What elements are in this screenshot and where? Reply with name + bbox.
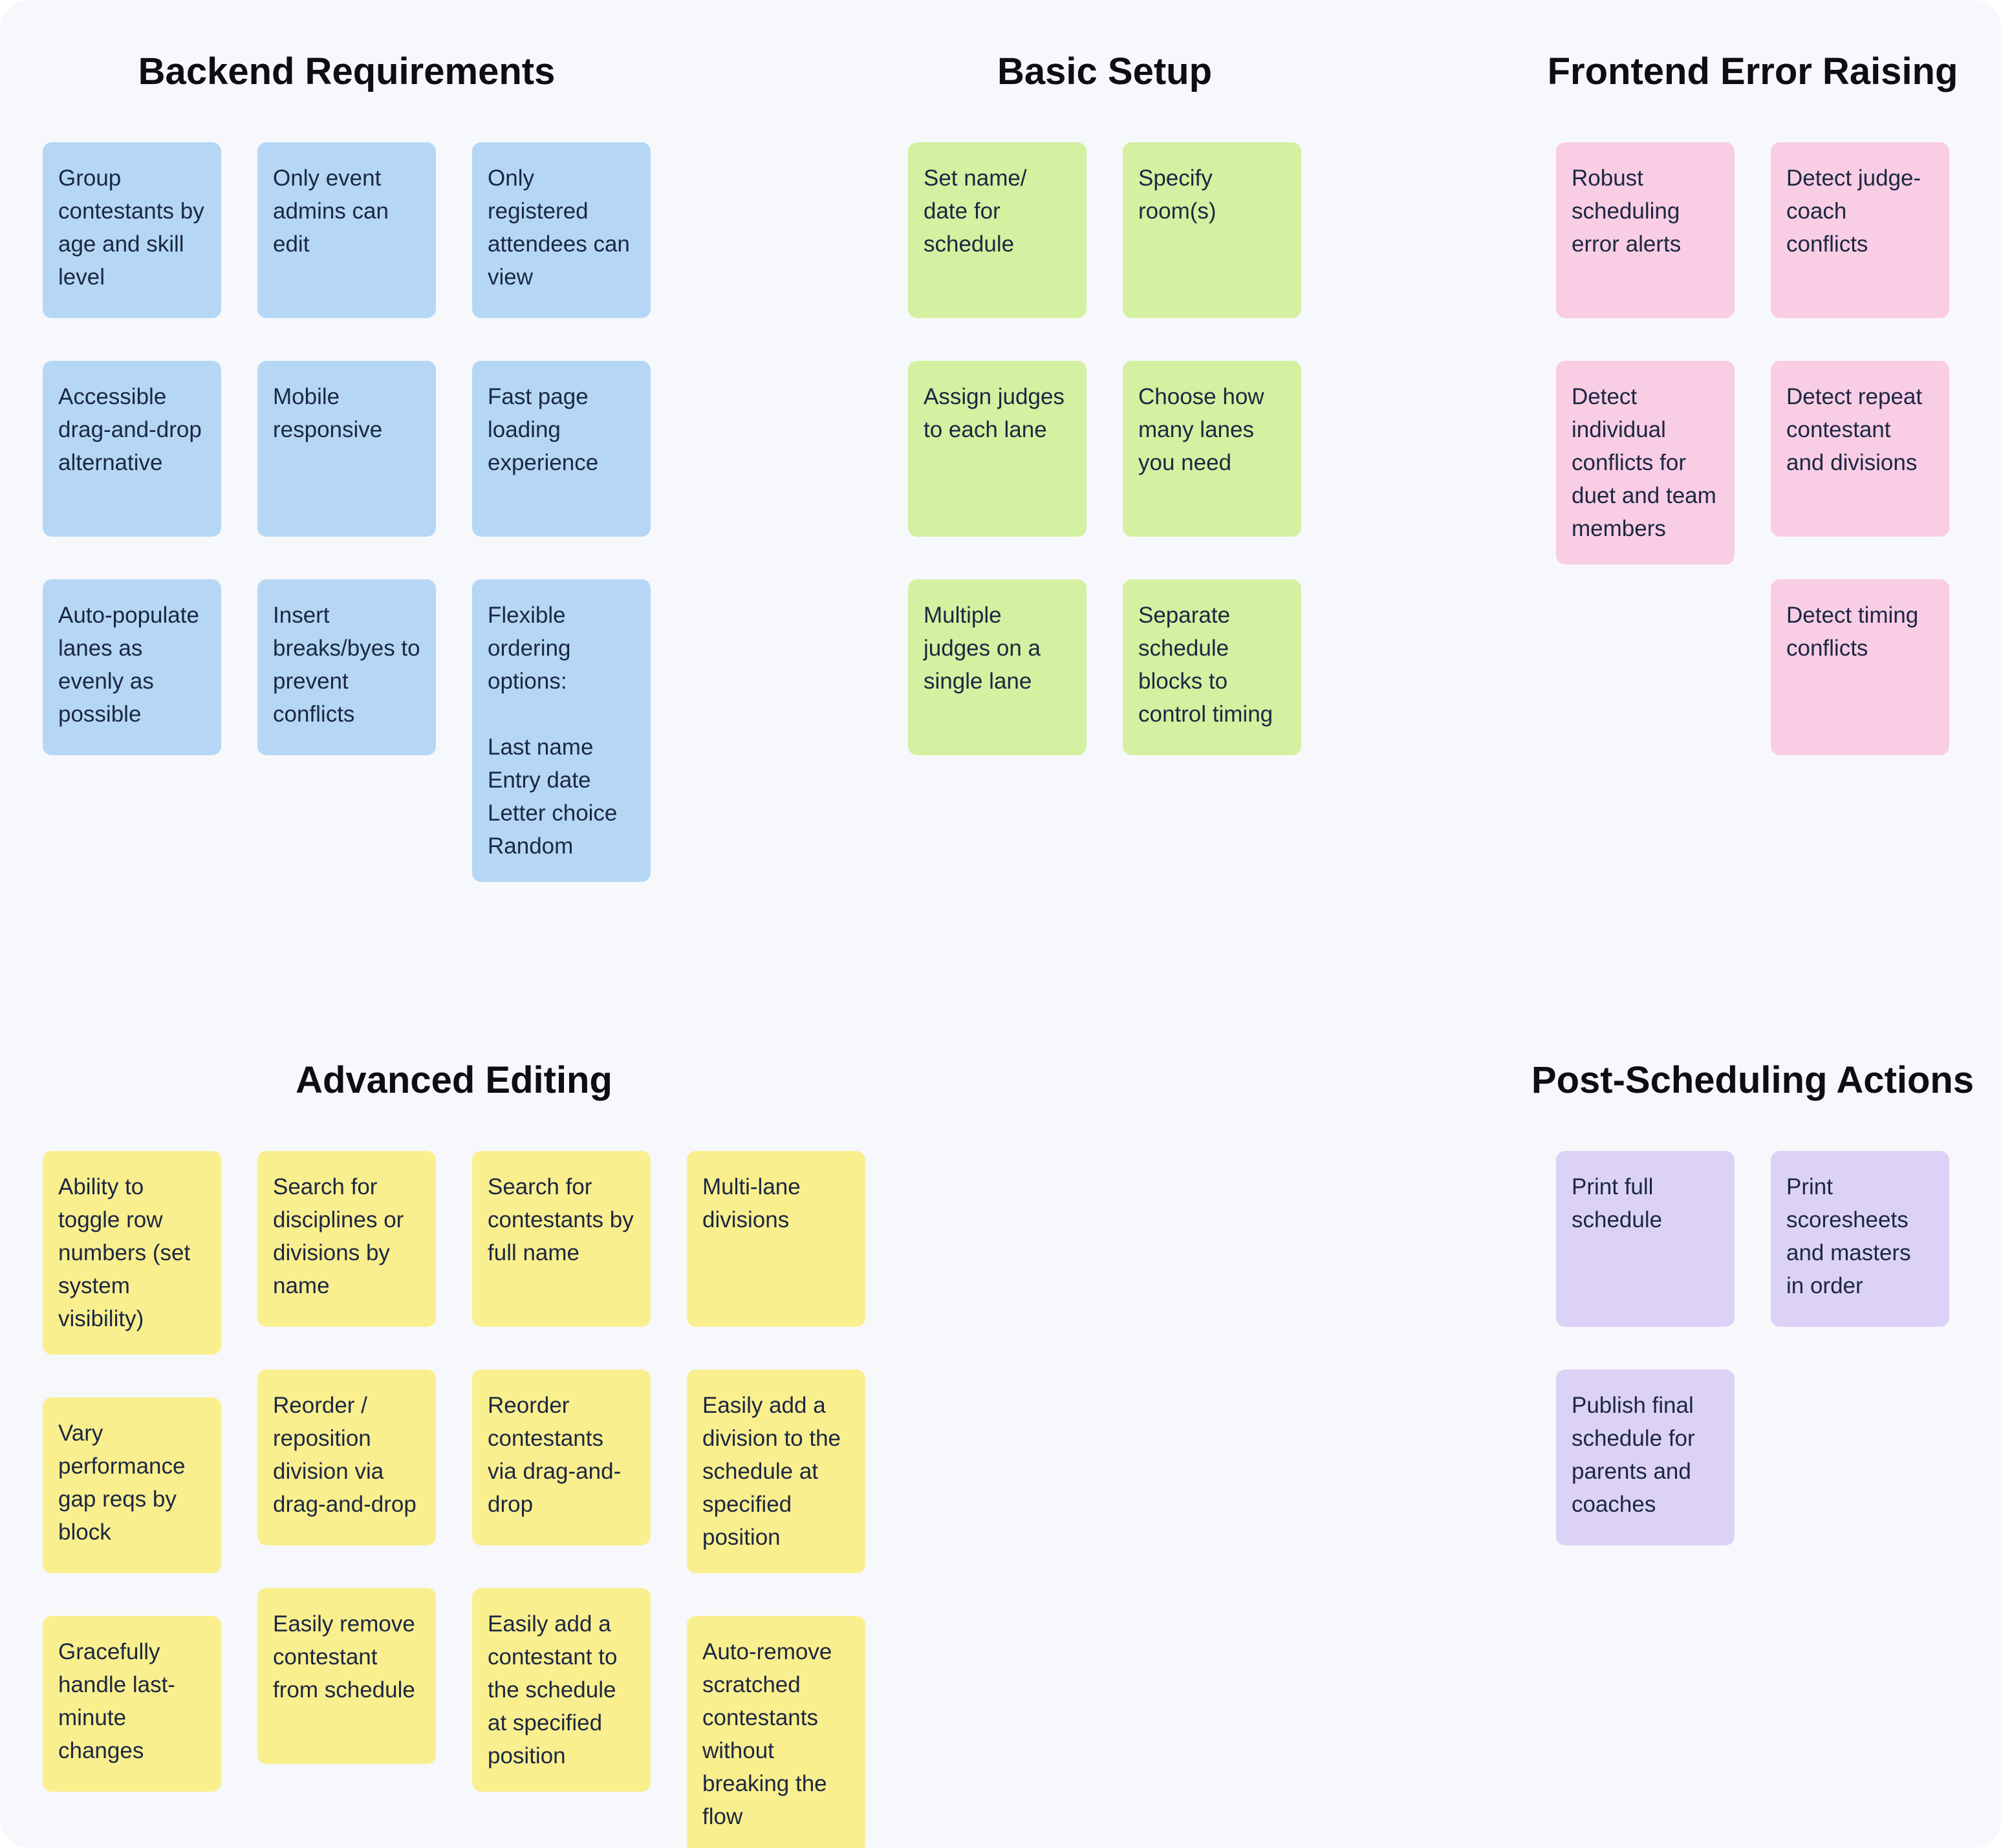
note-column: Specify room(s) Choose how many lanes you… — [1123, 142, 1301, 755]
sticky-note[interactable]: Only event admins can edit — [257, 142, 436, 318]
section-title-basic-setup: Basic Setup — [997, 50, 1212, 92]
sticky-note[interactable]: Fast page loading experience — [472, 361, 651, 537]
sticky-note[interactable]: Print scoresheets and masters in order — [1771, 1151, 1949, 1327]
sticky-note[interactable]: Detect individual conflicts for duet and… — [1556, 361, 1735, 564]
section-backend-requirements: Backend Requirements Group contestants b… — [43, 49, 651, 882]
section-title-backend-requirements: Backend Requirements — [138, 50, 556, 92]
sticky-note[interactable]: Detect repeat contestant and divisions — [1771, 361, 1949, 537]
sticky-note[interactable]: Reorder / reposition division via drag-a… — [257, 1370, 436, 1545]
sticky-note[interactable]: Print full schedule — [1556, 1151, 1735, 1327]
sticky-note[interactable]: Gracefully handle last-minute changes — [43, 1616, 221, 1792]
note-column: Ability to toggle row numbers (set syste… — [43, 1151, 221, 1792]
notes-grid-advanced-editing: Ability to toggle row numbers (set syste… — [43, 1151, 865, 1848]
sticky-note[interactable]: Easily add a division to the schedule at… — [687, 1370, 865, 1573]
section-title-advanced-editing: Advanced Editing — [296, 1059, 612, 1101]
sticky-note[interactable]: Only registered attendees can view — [472, 142, 651, 318]
sticky-note[interactable]: Easily remove contestant from schedule — [257, 1588, 436, 1764]
note-column: Search for disciplines or divisions by n… — [257, 1151, 436, 1764]
sticky-note[interactable]: Specify room(s) — [1123, 142, 1301, 318]
sticky-note[interactable]: Set name/ date for schedule — [908, 142, 1087, 318]
section-frontend-error-raising: Frontend Error Raising Robust scheduling… — [1547, 49, 1958, 755]
section-title-post-scheduling-actions: Post-Scheduling Actions — [1531, 1059, 1974, 1101]
sticky-note[interactable]: Flexible ordering options: Last name Ent… — [472, 579, 651, 882]
sticky-note[interactable]: Publish final schedule for parents and c… — [1556, 1370, 1735, 1545]
sticky-note[interactable]: Separate schedule blocks to control timi… — [1123, 579, 1301, 755]
note-column: Group contestants by age and skill level… — [43, 142, 221, 755]
sticky-note[interactable]: Detect timing conflicts — [1771, 579, 1949, 755]
sticky-note[interactable]: Mobile responsive — [257, 361, 436, 537]
sticky-note[interactable]: Ability to toggle row numbers (set syste… — [43, 1151, 221, 1355]
sticky-note[interactable]: Group contestants by age and skill level — [43, 142, 221, 318]
sticky-note[interactable]: Reorder contestants via drag-and-drop — [472, 1370, 651, 1545]
sticky-note[interactable]: Search for disciplines or divisions by n… — [257, 1151, 436, 1327]
sticky-note[interactable]: Multi-lane divisions — [687, 1151, 865, 1327]
section-advanced-editing: Advanced Editing Ability to toggle row n… — [43, 1058, 865, 1848]
sticky-note[interactable]: Auto-populate lanes as evenly as possibl… — [43, 579, 221, 755]
sticky-note[interactable]: Multiple judges on a single lane — [908, 579, 1087, 755]
sticky-note[interactable]: Search for contestants by full name — [472, 1151, 651, 1327]
sticky-note[interactable]: Choose how many lanes you need — [1123, 361, 1301, 537]
sticky-note[interactable]: Robust scheduling error alerts — [1556, 142, 1735, 318]
section-post-scheduling-actions: Post-Scheduling Actions Print full sched… — [1531, 1058, 1974, 1545]
section-title-frontend-error-raising: Frontend Error Raising — [1547, 50, 1958, 92]
sticky-note[interactable]: Assign judges to each lane — [908, 361, 1087, 537]
sticky-note[interactable]: Auto-remove scratched contestants withou… — [687, 1616, 865, 1848]
sticky-note[interactable]: Accessible drag-and-drop alternative — [43, 361, 221, 537]
sticky-note[interactable]: Easily add a contestant to the schedule … — [472, 1588, 651, 1792]
notes-grid-backend: Group contestants by age and skill level… — [43, 142, 651, 882]
note-column: Print scoresheets and masters in order — [1771, 1151, 1949, 1327]
sticky-note[interactable]: Detect judge-coach conflicts — [1771, 142, 1949, 318]
sticky-note[interactable]: Insert breaks/byes to prevent conflicts — [257, 579, 436, 755]
sticky-note[interactable]: Vary performance gap reqs by block — [43, 1397, 221, 1573]
